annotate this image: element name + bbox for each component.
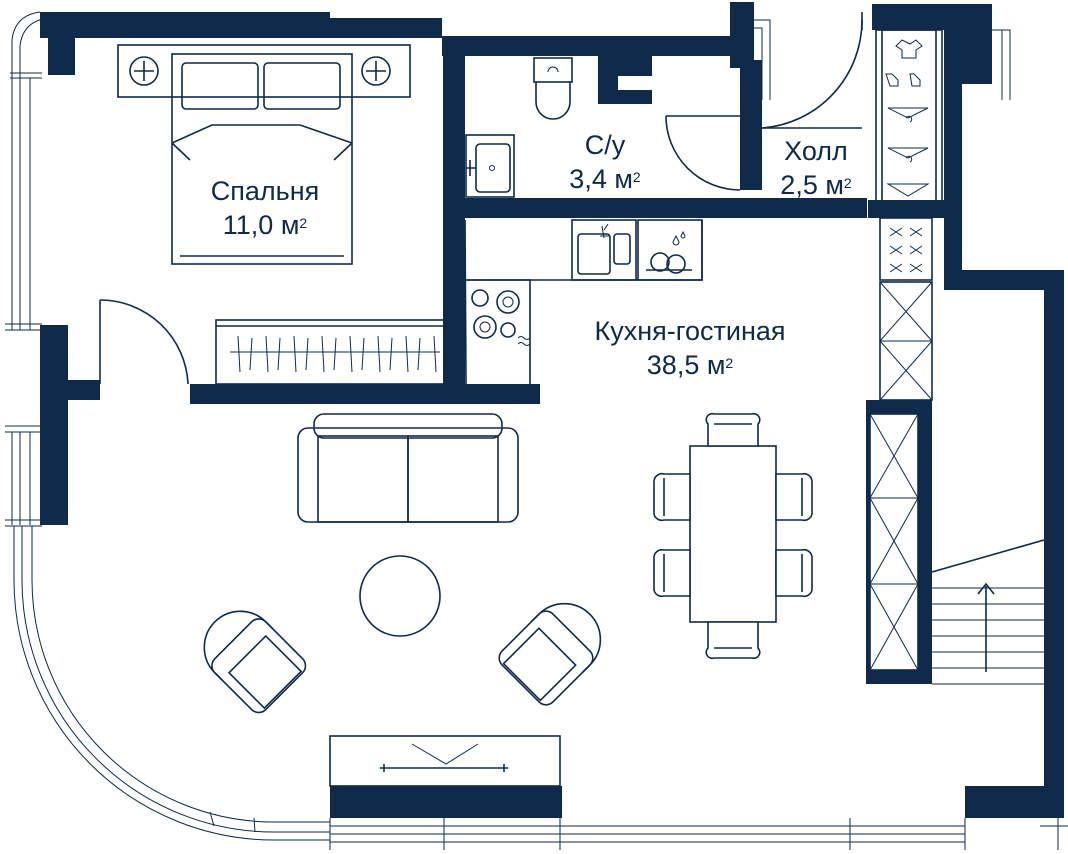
bed-icon [117, 44, 411, 265]
room-name: Кухня-гостиная [594, 316, 786, 346]
sofa-icon [297, 413, 519, 523]
window-left-curved [5, 11, 49, 527]
wardrobe-icon [879, 217, 933, 401]
room-area: 11,0 м2 [222, 210, 308, 240]
window-bottom-curved [13, 526, 330, 841]
door-icon [99, 299, 189, 385]
armchair-icon [498, 602, 602, 706]
dishwasher-icon [637, 219, 703, 281]
stove-icon [471, 289, 531, 346]
room-name: С/у [584, 130, 626, 160]
armchair-icon [203, 610, 307, 714]
wardrobe-icon [215, 319, 447, 385]
sink-icon [465, 134, 515, 198]
room-name: Холл [784, 136, 848, 166]
round-table-icon [359, 555, 441, 637]
dining-table-icon [689, 445, 777, 623]
wardrobe-icon [875, 29, 943, 203]
room-area: 3,4 м2 [569, 164, 641, 194]
room-label-kitchen-living: Кухня-гостиная 38,5 м2 [560, 314, 820, 382]
room-label-bathroom: С/у 3,4 м2 [540, 128, 670, 196]
wardrobe-icon [869, 413, 919, 671]
door-icon [665, 115, 741, 191]
window-bottom [329, 818, 966, 850]
kitchen-sink-icon [571, 219, 637, 281]
door-icon [761, 12, 863, 129]
room-label-bedroom: Спальня 11,0 м2 [180, 174, 350, 242]
room-area: 2,5 м2 [780, 170, 852, 200]
tv-stand-icon [329, 735, 561, 787]
room-name: Спальня [210, 176, 320, 206]
room-label-hall: Холл 2,5 м2 [756, 134, 876, 202]
room-area: 38,5 м2 [646, 350, 734, 380]
walls [40, 2, 1064, 818]
chair-icon [653, 412, 813, 660]
stairs-arrow-icon [931, 539, 1045, 685]
toilet-icon [533, 57, 573, 120]
